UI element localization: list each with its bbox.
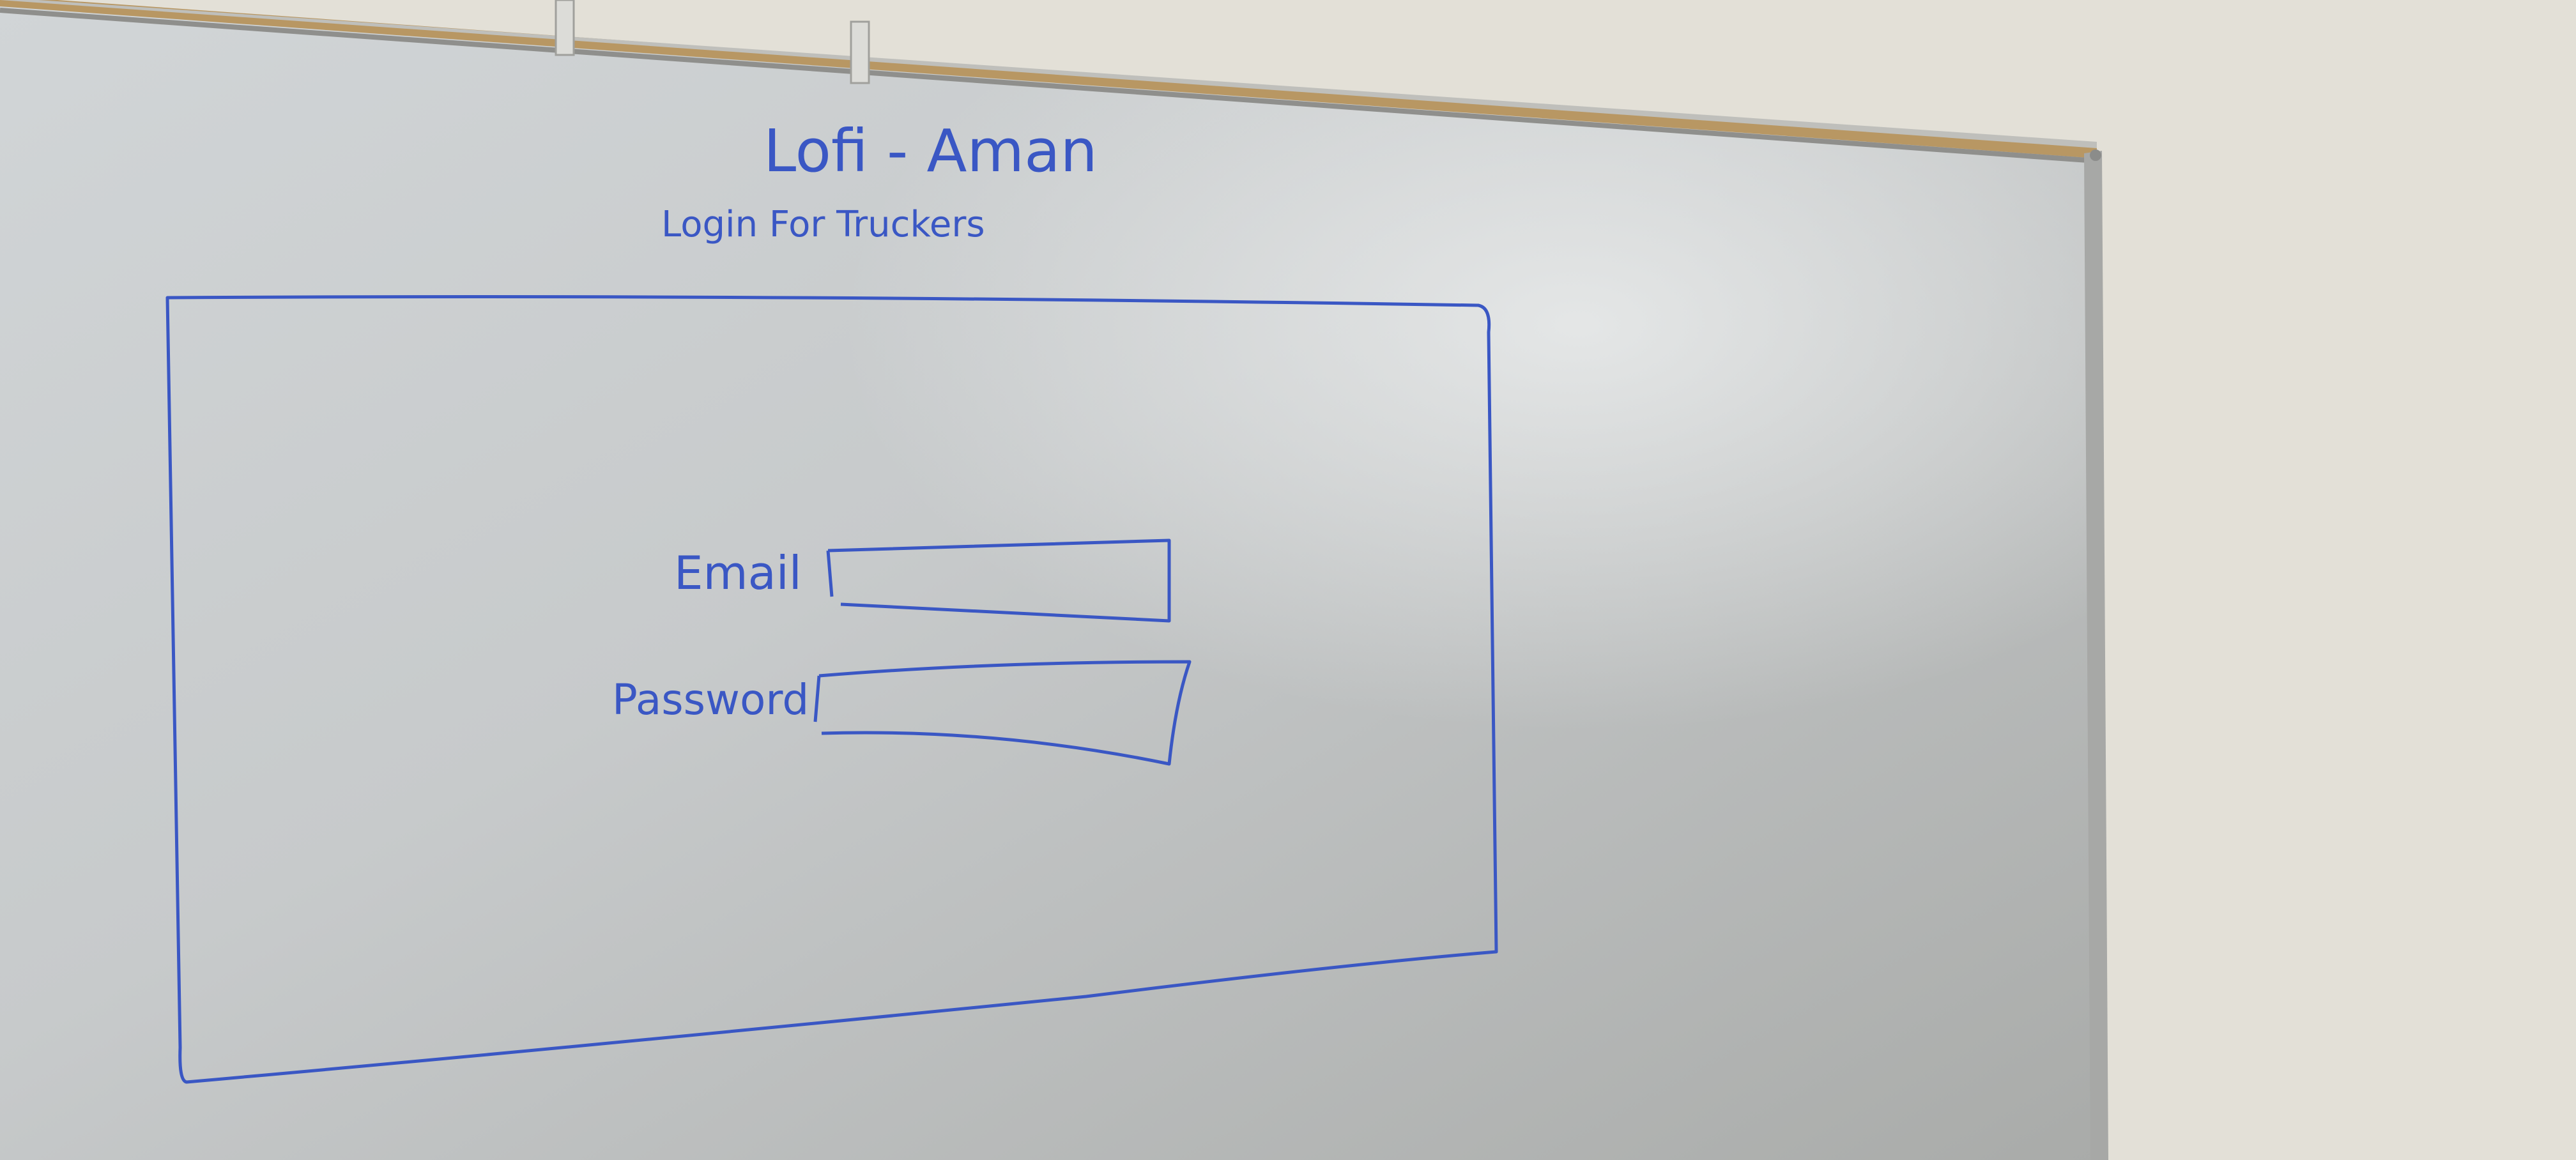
sketch-title: Lofi - Aman (763, 117, 1098, 185)
rail-shadow (0, 8, 2097, 164)
top-rail (0, 0, 2097, 148)
password-label: Password (612, 675, 809, 724)
whiteboard-right-frame (2084, 151, 2108, 1160)
email-field (826, 538, 1171, 623)
map-clip-right (850, 20, 870, 84)
map-clip-left (555, 0, 575, 56)
password-field (813, 660, 1192, 766)
sketch-subtitle: Login For Truckers (661, 204, 985, 245)
whiteboard-glare (0, 0, 2105, 1160)
email-label: Email (674, 546, 802, 600)
frame-corner-bolt (2090, 149, 2101, 161)
login-frame-outline (165, 295, 1498, 1084)
cork-strip (0, 0, 2097, 158)
